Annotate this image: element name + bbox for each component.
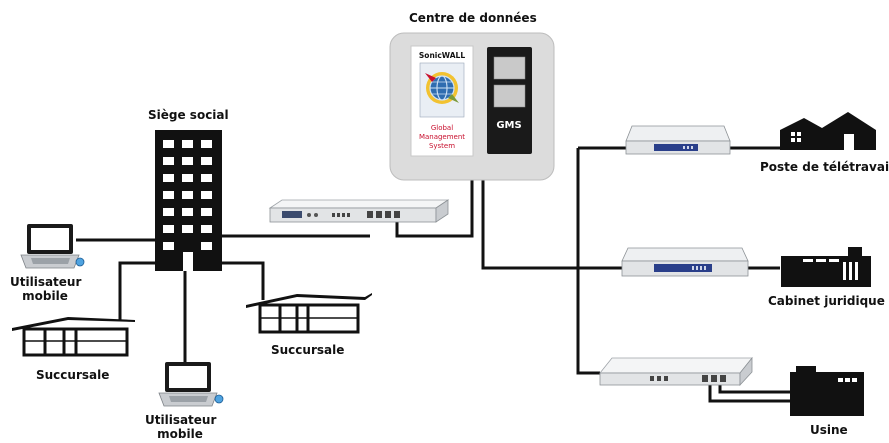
datacenter-label: Centre de données <box>409 11 537 25</box>
telework-house-icon <box>780 112 876 150</box>
firewall-appliance-icon <box>268 199 450 223</box>
laptop-left-icon <box>20 224 85 269</box>
gms-title-line3: System <box>429 142 455 150</box>
link-firewall-datacenter <box>395 180 474 238</box>
branch-right-label: Succursale <box>271 343 345 357</box>
branch-right-building-icon <box>246 293 372 334</box>
factory-building-icon <box>790 366 864 416</box>
mobile-user-bottom-label: Utilisateur mobile <box>145 413 217 441</box>
connection-lines <box>76 146 790 403</box>
law-office-label: Cabinet juridique <box>768 294 885 308</box>
gms-card: SonicWALL Global Management System <box>410 45 474 157</box>
link-factory-b <box>718 384 790 394</box>
mobile-user-left-label: Utilisateur mobile <box>10 275 82 303</box>
link-factory-a <box>708 384 790 403</box>
mobile-user-left-line2: mobile <box>22 289 68 303</box>
link-branch-left <box>118 261 155 320</box>
gms-brand: SonicWALL <box>419 51 465 60</box>
laptop-bottom-icon <box>158 362 224 407</box>
branch-left-label: Succursale <box>36 368 110 382</box>
headquarters-building-icon <box>155 130 222 271</box>
telework-appliance-icon <box>625 125 731 155</box>
link-datacenter-telework <box>576 146 626 375</box>
factory-label: Usine <box>810 423 848 437</box>
factory-appliance-icon <box>599 356 753 387</box>
gms-server-icon: GMS <box>487 47 532 154</box>
telework-label: Poste de télétravail <box>760 160 889 174</box>
link-datacenter-hub <box>481 180 622 270</box>
gms-title-line1: Global <box>431 124 453 132</box>
hub-appliance-icon <box>621 247 749 277</box>
link-branch-right <box>222 261 265 300</box>
mobile-user-bottom-line2: mobile <box>157 427 203 441</box>
law-office-building-icon <box>781 247 871 287</box>
mobile-user-bottom-line1: Utilisateur <box>145 413 217 427</box>
branch-left-building-icon <box>12 317 135 357</box>
globe-icon <box>425 72 459 104</box>
server-label: GMS <box>496 120 521 131</box>
headquarters-label: Siège social <box>148 108 229 122</box>
mobile-user-left-line1: Utilisateur <box>10 275 82 289</box>
gms-title-line2: Management <box>419 133 465 141</box>
